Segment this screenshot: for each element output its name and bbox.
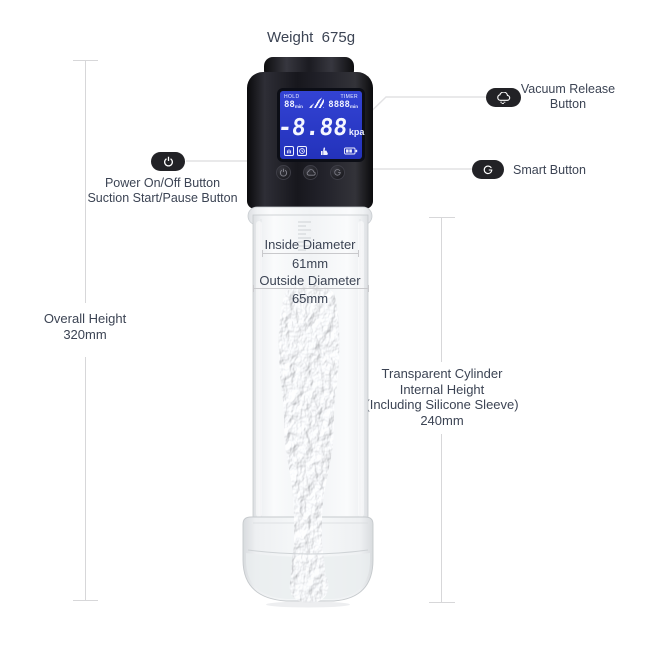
inside-diameter-tick-left (262, 250, 263, 257)
auto-mode-icon (297, 146, 307, 156)
power-icon (279, 168, 288, 177)
smart-button-label: Smart Button (513, 163, 586, 177)
lcd-hold-value: 88 (284, 100, 295, 110)
overall-height-value: 320mm (63, 327, 107, 342)
head-smart-button (330, 165, 345, 180)
cloud-icon (306, 168, 316, 176)
internal-height-tick-top (429, 217, 455, 218)
internal-height-value: 240mm (420, 412, 464, 428)
vacuum-release-label-line2: Button (549, 96, 587, 111)
silicone-sleeve-texture (278, 284, 340, 603)
internal-height-tick-bottom (429, 602, 455, 603)
power-button-label: Power On/Off Button Suction Start/Pause … (70, 176, 255, 205)
lcd-pressure-value: -8.88 (276, 114, 349, 141)
outside-diameter-tick-left (253, 285, 254, 292)
thumb-up-icon (321, 147, 328, 155)
head-vacuum-release-button (303, 165, 318, 180)
vacuum-level-icon (307, 96, 325, 108)
scale-marks-upper (298, 221, 311, 251)
overall-height-label-block: Overall Height 320mm (10, 311, 160, 343)
lcd-timer-unit: min (349, 104, 358, 109)
lcd-hold-label: HOLD (284, 94, 300, 100)
lcd-timer-value: 8888 (328, 100, 350, 110)
overall-height-dimension-line (85, 60, 86, 303)
vacuum-release-button-label: Vacuum Release Button (512, 82, 624, 111)
power-icon (163, 156, 173, 167)
internal-height-label-line1: Transparent Cylinder (381, 366, 503, 381)
inside-diameter-line (262, 253, 359, 254)
lcd-timer-label: TIMER (340, 94, 358, 100)
lcd-pressure-unit: kpa (348, 126, 365, 137)
power-badge (151, 152, 185, 171)
battery-icon (344, 147, 358, 155)
internal-height-label-block: Transparent Cylinder Internal Height (In… (356, 366, 528, 428)
inside-diameter-tick-right (358, 250, 359, 257)
outside-diameter-value: 65mm (291, 291, 329, 306)
inside-diameter-value: 61mm (291, 256, 329, 271)
weight-label: Weight 675g (266, 29, 356, 46)
smart-badge (472, 160, 504, 179)
outside-diameter-line (253, 288, 369, 289)
overall-height-tick-bottom (73, 600, 98, 601)
internal-height-label-line3: (Including Silicone Sleeve) (365, 397, 519, 412)
cloud-icon (497, 91, 511, 104)
overall-height-label: Overall Height (43, 311, 127, 326)
inside-diameter-label: Inside Diameter (264, 237, 356, 252)
transparent-cylinder (242, 206, 374, 608)
outside-diameter-label: Outside Diameter (259, 273, 361, 288)
head-power-button (276, 165, 291, 180)
internal-height-dimension-line-lower (441, 434, 442, 602)
device-top-cap (264, 57, 354, 75)
lcd-pressure-readout: -8.88 kpa (276, 115, 364, 141)
smart-ring-icon (483, 164, 493, 174)
outside-diameter-tick-right (368, 285, 369, 292)
internal-height-dimension-line (441, 217, 442, 362)
internal-height-label-line2: Internal Height (399, 381, 485, 397)
vacuum-release-label-line1: Vacuum Release (520, 82, 616, 96)
vacuum-release-badge (486, 88, 521, 107)
smart-ring-icon (334, 169, 341, 176)
power-button-label-line1: Power On/Off Button (104, 176, 221, 190)
lcd-mode-icons (284, 145, 358, 157)
overall-height-dimension-line-lower (85, 357, 86, 600)
power-button-label-line2: Suction Start/Pause Button (87, 190, 238, 205)
hand-mode-icon (284, 146, 294, 156)
lcd-hold-unit: min (294, 104, 303, 109)
